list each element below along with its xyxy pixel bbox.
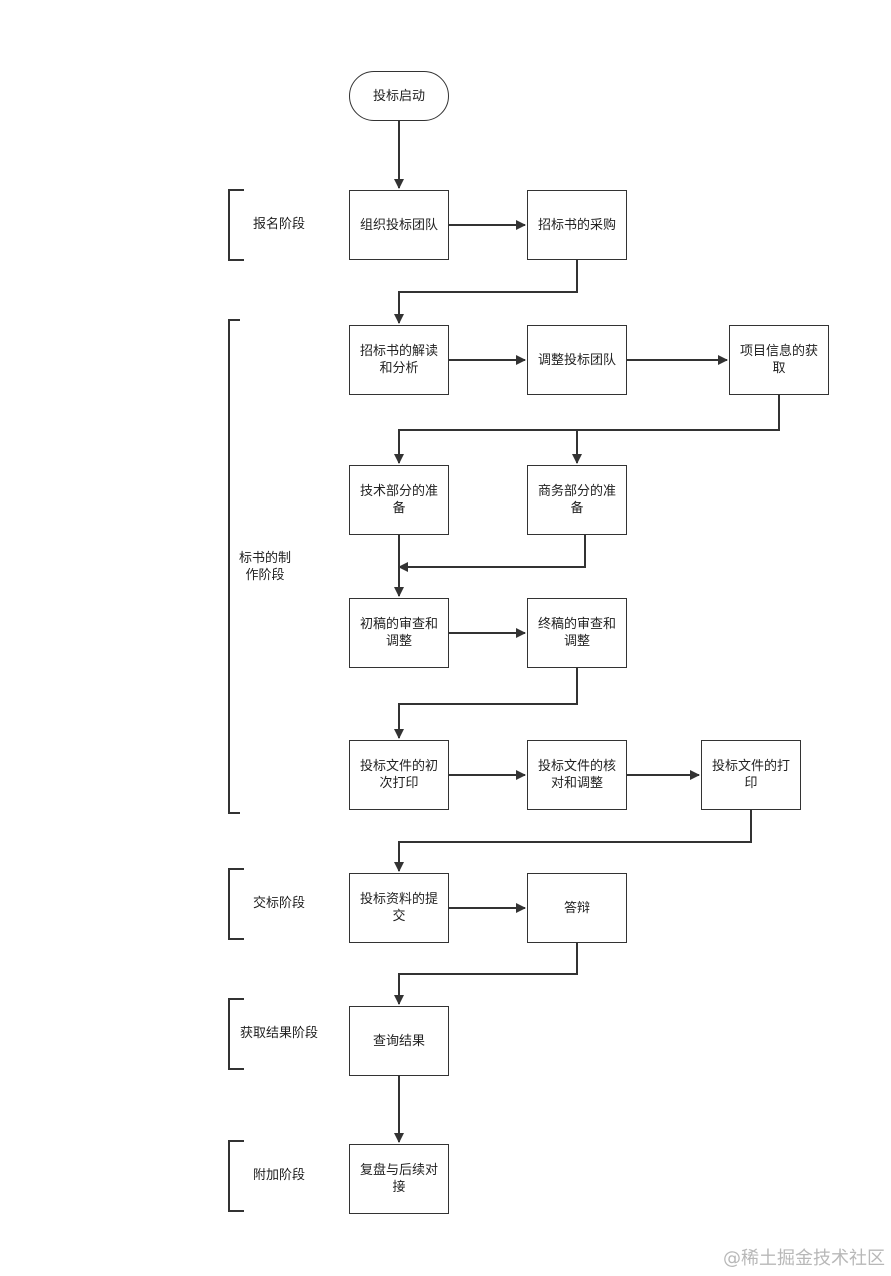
node-draft-review-label: 初稿的审查和调整 — [359, 617, 438, 649]
edge-biz-draft — [398, 535, 586, 572]
node-defense: 答辩 — [527, 873, 627, 943]
node-first-print: 投标文件的初次打印 — [349, 740, 449, 810]
stage-bracket-signup — [228, 189, 244, 261]
node-read-tender-label: 招标书的解读和分析 — [359, 344, 438, 376]
node-get-info: 项目信息的获取 — [729, 325, 829, 395]
node-get-info-label: 项目信息的获取 — [739, 344, 818, 376]
node-query-result: 查询结果 — [349, 1006, 449, 1076]
node-start: 投标启动 — [349, 71, 449, 121]
node-first-print-label: 投标文件的初次打印 — [359, 759, 438, 791]
edge-info-tech — [394, 395, 780, 464]
stage-signup-text: 报名阶段 — [252, 217, 305, 232]
watermark: @稀土掘金技术社区 — [723, 1248, 885, 1269]
stage-label-making: 标书的制作阶段 — [233, 550, 297, 584]
stage-bracket-submit — [228, 868, 244, 940]
node-buy-tender: 招标书的采购 — [527, 190, 627, 260]
node-buy-tender-label: 招标书的采购 — [537, 217, 616, 233]
edge-final-firstprint — [394, 668, 578, 739]
stage-label-extra: 附加阶段 — [238, 1167, 320, 1184]
node-query-result-label: 查询结果 — [372, 1033, 425, 1049]
stage-making-text: 标书的制作阶段 — [238, 551, 291, 583]
stage-bracket-extra — [228, 1140, 244, 1212]
edge-print-submit — [394, 810, 752, 872]
node-org-team: 组织投标团队 — [349, 190, 449, 260]
stage-submit-text: 交标阶段 — [252, 896, 305, 911]
node-biz-prep: 商务部分的准备 — [527, 465, 627, 535]
node-draft-review: 初稿的审查和调整 — [349, 598, 449, 668]
node-tech-prep: 技术部分的准备 — [349, 465, 449, 535]
node-submit-label: 投标资料的提交 — [359, 892, 438, 924]
node-final-review-label: 终稿的审查和调整 — [537, 617, 616, 649]
node-defense-label: 答辩 — [563, 900, 590, 916]
stage-label-signup: 报名阶段 — [238, 216, 320, 233]
stage-bracket-result — [228, 998, 244, 1070]
stage-result-text: 获取结果阶段 — [239, 1026, 318, 1041]
node-final-print-label: 投标文件的打印 — [711, 759, 790, 791]
node-tech-prep-label: 技术部分的准备 — [359, 484, 438, 516]
node-submit: 投标资料的提交 — [349, 873, 449, 943]
stage-label-submit: 交标阶段 — [238, 895, 320, 912]
node-check-adjust-label: 投标文件的核对和调整 — [537, 759, 616, 791]
stage-label-result: 获取结果阶段 — [234, 1025, 324, 1042]
node-read-tender: 招标书的解读和分析 — [349, 325, 449, 395]
node-adjust-team-label: 调整投标团队 — [537, 352, 616, 368]
node-review-follow-label: 复盘与后续对接 — [359, 1163, 438, 1195]
node-org-team-label: 组织投标团队 — [359, 217, 438, 233]
node-final-review: 终稿的审查和调整 — [527, 598, 627, 668]
node-review-follow: 复盘与后续对接 — [349, 1144, 449, 1214]
stage-bracket-making — [228, 319, 240, 814]
node-start-label: 投标启动 — [372, 88, 425, 104]
node-biz-prep-label: 商务部分的准备 — [537, 484, 616, 516]
node-check-adjust: 投标文件的核对和调整 — [527, 740, 627, 810]
node-adjust-team: 调整投标团队 — [527, 325, 627, 395]
edge-defense-query — [394, 943, 578, 1005]
edge-buy-read — [394, 260, 578, 324]
node-final-print: 投标文件的打印 — [701, 740, 801, 810]
stage-extra-text: 附加阶段 — [252, 1168, 305, 1183]
